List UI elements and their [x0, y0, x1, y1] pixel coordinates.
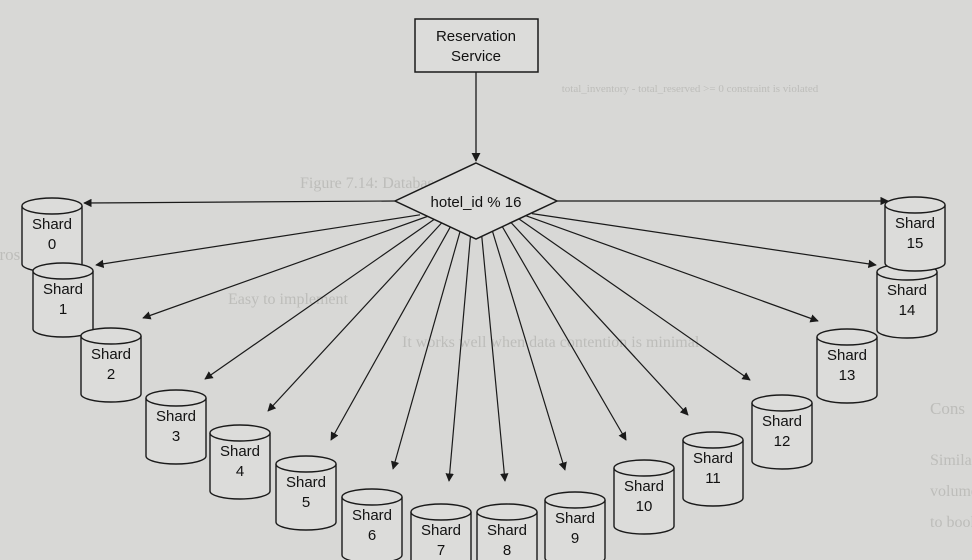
shard-5-label: Shard	[286, 474, 326, 491]
bg-cons-heading: Cons	[930, 399, 965, 418]
shard-14-number: 14	[899, 302, 916, 319]
shard-4-cylinder: Shard 4	[209, 424, 271, 500]
shard-1-cylinder: Shard 1	[32, 262, 94, 338]
shard-10-number: 10	[636, 498, 653, 515]
shard-7-label: Shard	[421, 522, 461, 539]
arrow-to-shard-12	[514, 215, 751, 381]
arrow-to-shard-5	[330, 219, 455, 441]
bg-pros-heading: Pros	[0, 245, 20, 264]
shard-13-number: 13	[839, 367, 856, 384]
routing-arrows	[83, 72, 889, 482]
arrow-to-shard-8	[479, 220, 509, 482]
shard-8-cylinder: Shard 8	[476, 503, 538, 560]
shard-4-number: 4	[236, 463, 244, 480]
shard-3-cylinder: Shard 3	[145, 389, 207, 465]
shard-0-cylinder: Shard 0	[21, 197, 83, 273]
shard-6-label: Shard	[352, 507, 392, 524]
bg-pros-item-2: It works well when data contention is mi…	[402, 334, 703, 351]
shard-5-cylinder: Shard 5	[275, 455, 337, 531]
router-label: hotel_id % 16	[431, 194, 522, 211]
shard-2-label: Shard	[91, 346, 131, 363]
shard-0-label: Shard	[32, 216, 72, 233]
arrow-to-shard-7	[445, 221, 473, 482]
shard-7-cylinder: Shard 7	[410, 503, 472, 560]
shard-4-label: Shard	[220, 443, 260, 460]
arrow-to-shard-13	[523, 214, 819, 323]
arrow-to-shard-1	[95, 214, 421, 268]
service-label-line2: Service	[451, 48, 501, 65]
shard-8-number: 8	[503, 542, 511, 559]
shard-0-number: 0	[48, 236, 56, 253]
shard-11-cylinder: Shard 11	[682, 431, 744, 507]
shard-10-label: Shard	[624, 478, 664, 495]
shard-7-number: 7	[437, 542, 445, 559]
shard-15-number: 15	[907, 235, 924, 252]
shard-8-label: Shard	[487, 522, 527, 539]
shard-6-cylinder: Shard 6	[341, 488, 403, 560]
shard-2-cylinder: Shard 2	[80, 327, 142, 403]
arrow-to-shard-11	[505, 216, 689, 416]
shard-2-number: 2	[107, 366, 115, 383]
shard-1-label: Shard	[43, 281, 83, 298]
bg-cons-line-2: volume of failures. Users could see ther…	[930, 483, 972, 500]
arrow-to-shard-10	[497, 218, 627, 441]
shard-12-cylinder: Shard 12	[751, 394, 813, 470]
arrow-to-shard-9	[488, 219, 567, 471]
shard-12-number: 12	[774, 433, 791, 450]
shard-3-label: Shard	[156, 408, 196, 425]
reservation-service-box: Reservation Service	[414, 18, 539, 73]
shard-9-label: Shard	[555, 510, 595, 527]
shard-15-label: Shard	[895, 215, 935, 232]
arrow-to-shard-3	[204, 216, 438, 380]
bg-pros-item-1: Easy to implement	[228, 291, 349, 308]
shard-15-cylinder: Shard 15	[884, 196, 946, 272]
arrow-to-shard-0	[83, 198, 396, 208]
arrow-to-shard-2	[142, 215, 429, 320]
shard-3-number: 3	[172, 428, 180, 445]
background-text: total_inventory - total_reserved >= 0 co…	[0, 83, 972, 531]
shard-5-number: 5	[302, 494, 310, 511]
shard-6-number: 6	[368, 527, 376, 544]
shard-14-cylinder: Shard 14	[876, 263, 938, 339]
bg-constraint-text: total_inventory - total_reserved >= 0 co…	[562, 83, 819, 95]
shard-13-label: Shard	[827, 347, 867, 364]
shard-11-label: Shard	[693, 450, 733, 467]
shard-11-number: 11	[705, 470, 721, 487]
shard-9-cylinder: Shard 9	[544, 491, 606, 560]
shard-12-label: Shard	[762, 413, 802, 430]
shard-9-number: 9	[571, 530, 579, 547]
shards: Shard0Shard1Shard2Shard3Shard4Shard5Shar…	[21, 196, 946, 560]
shard-13-cylinder: Shard 13	[816, 328, 878, 404]
shard-1-number: 1	[59, 301, 67, 318]
shard-14-label: Shard	[887, 282, 927, 299]
bg-cons-line-1: Similar to optimistic locking, when data…	[930, 452, 972, 469]
arrow-to-shard-6	[391, 220, 464, 470]
shard-10-cylinder: Shard 10	[613, 459, 675, 535]
service-label-line1: Reservation	[436, 28, 516, 45]
hash-router-diamond: hotel_id % 16	[393, 162, 559, 240]
arrow-to-shard-14	[531, 213, 877, 269]
bg-cons-line-3: to book one, they get the "no rooms avai…	[930, 514, 972, 531]
arrow-to-shard-4	[267, 217, 447, 412]
